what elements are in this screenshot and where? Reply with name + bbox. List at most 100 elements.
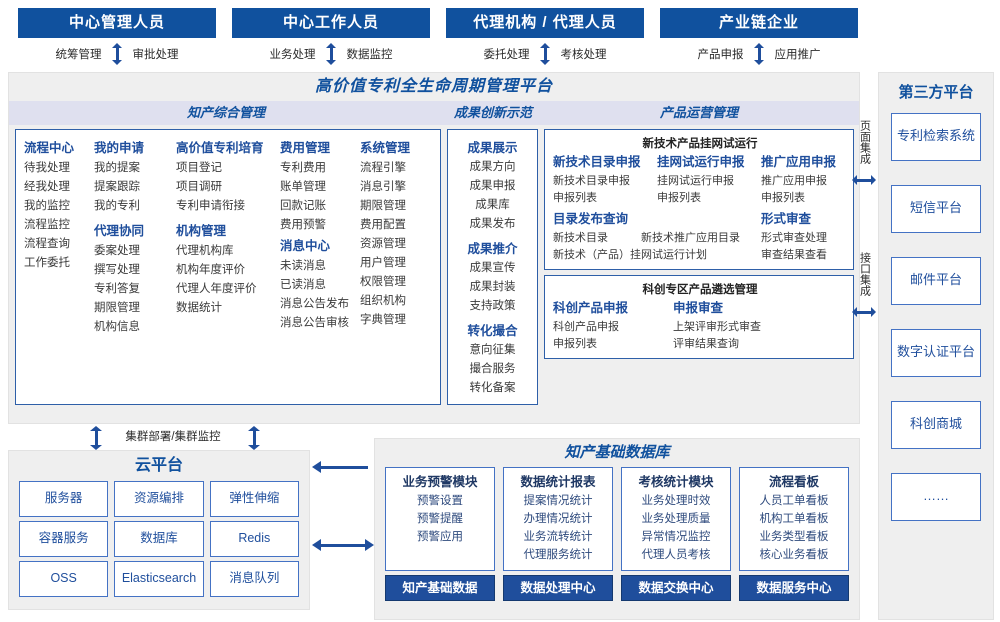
module-item[interactable]: 挂网试运行申报: [657, 175, 734, 187]
module-item[interactable]: 撰写处理: [94, 264, 140, 276]
module-item[interactable]: 申报列表: [553, 192, 597, 204]
db-card-item[interactable]: 代理人员考核: [641, 549, 711, 561]
module-header[interactable]: 流程中心: [24, 141, 75, 155]
cloud-item-elastic-scaling[interactable]: 弹性伸缩: [209, 481, 299, 517]
module-item[interactable]: 权限管理: [360, 276, 406, 288]
module-item[interactable]: 期限管理: [360, 200, 406, 212]
module-item[interactable]: 数据统计: [176, 302, 222, 314]
role-title-agency[interactable]: 代理机构 / 代理人员: [446, 8, 644, 38]
role-title-center-staff[interactable]: 中心工作人员: [232, 8, 430, 38]
db-card-item[interactable]: 异常情况监控: [641, 531, 711, 543]
db-bar-basic-data[interactable]: 知产基础数据: [385, 575, 495, 601]
module-item[interactable]: 消息引擎: [360, 181, 406, 193]
module-item[interactable]: 形式审查处理: [761, 232, 827, 244]
module-header[interactable]: 代理协同: [94, 224, 145, 238]
db-card-header[interactable]: 数据统计报表: [520, 475, 596, 489]
module-item[interactable]: 回款记账: [280, 200, 326, 212]
cloud-item-redis[interactable]: Redis: [209, 521, 299, 557]
module-item[interactable]: 待我处理: [24, 162, 70, 174]
module-item[interactable]: 代理人年度评价: [176, 283, 257, 295]
module-item[interactable]: 经我处理: [24, 181, 70, 193]
db-card-item[interactable]: 预警提醒: [417, 513, 463, 525]
module-item[interactable]: 审查结果查看: [761, 249, 827, 261]
db-bar-service-center[interactable]: 数据服务中心: [739, 575, 849, 601]
module-item[interactable]: 消息公告发布: [280, 298, 349, 310]
module-item[interactable]: 新技术目录: [553, 232, 608, 244]
module-item[interactable]: 未读消息: [280, 260, 326, 272]
module-item[interactable]: 我的监控: [24, 200, 70, 212]
module-item[interactable]: 流程查询: [24, 238, 70, 250]
cloud-item-resource-orchestration[interactable]: 资源编排: [114, 481, 204, 517]
third-party-item-more[interactable]: ……: [891, 473, 981, 521]
cloud-item-message-queue[interactable]: 消息队列: [209, 561, 299, 597]
db-bar-processing-center[interactable]: 数据处理中心: [503, 575, 613, 601]
module-header[interactable]: 消息中心: [280, 239, 331, 253]
module-header[interactable]: 形式审查: [761, 212, 812, 226]
db-card-item[interactable]: 办理情况统计: [523, 513, 593, 525]
db-card-header[interactable]: 流程看板: [768, 475, 819, 489]
third-party-item-patent-search[interactable]: 专利检索系统: [891, 113, 981, 161]
module-item[interactable]: 成果方向: [469, 161, 516, 173]
module-item[interactable]: 申报列表: [553, 338, 597, 350]
module-item[interactable]: 支持政策: [469, 300, 516, 312]
module-item[interactable]: 我的提案: [94, 162, 140, 174]
cloud-item-database[interactable]: 数据库: [114, 521, 204, 557]
module-item[interactable]: 账单管理: [280, 181, 326, 193]
module-item[interactable]: 成果宣传: [469, 262, 516, 274]
module-item[interactable]: 新技术（产品）挂网试运行计划: [553, 249, 707, 261]
module-item[interactable]: 资源管理: [360, 238, 406, 250]
module-item[interactable]: 费用预警: [280, 219, 326, 231]
module-item[interactable]: 评审结果查询: [673, 338, 739, 350]
module-header[interactable]: 挂网试运行申报: [657, 155, 745, 169]
db-card-item[interactable]: 预警设置: [417, 495, 463, 507]
module-item[interactable]: 用户管理: [360, 257, 406, 269]
module-item[interactable]: 成果发布: [469, 218, 516, 230]
db-bar-exchange-center[interactable]: 数据交换中心: [621, 575, 731, 601]
module-item[interactable]: 字典管理: [360, 314, 406, 326]
db-card-item[interactable]: 业务处理时效: [641, 495, 711, 507]
module-item[interactable]: 专利费用: [280, 162, 326, 174]
module-item[interactable]: 我的专利: [94, 200, 140, 212]
module-header[interactable]: 成果推介: [467, 242, 518, 256]
module-item[interactable]: 申报列表: [657, 192, 701, 204]
module-item[interactable]: 专利申请衔接: [176, 200, 245, 212]
module-item[interactable]: 已读消息: [280, 279, 326, 291]
module-item[interactable]: 机构信息: [94, 321, 140, 333]
module-header[interactable]: 系统管理: [360, 141, 411, 155]
db-card-header[interactable]: 业务预警模块: [402, 475, 478, 489]
module-item[interactable]: 费用配置: [360, 219, 406, 231]
module-header[interactable]: 申报审查: [673, 301, 724, 315]
db-card-item[interactable]: 业务处理质量: [641, 513, 711, 525]
module-item[interactable]: 推广应用申报: [761, 175, 827, 187]
cloud-item-container-service[interactable]: 容器服务: [19, 521, 109, 557]
module-item[interactable]: 成果申报: [469, 180, 516, 192]
module-item[interactable]: 项目调研: [176, 181, 222, 193]
db-card-item[interactable]: 提案情况统计: [523, 495, 593, 507]
module-item[interactable]: 期限管理: [94, 302, 140, 314]
db-card-header[interactable]: 考核统计模块: [638, 475, 714, 489]
db-card-item[interactable]: 机构工单看板: [759, 513, 829, 525]
module-header[interactable]: 费用管理: [280, 141, 331, 155]
module-header[interactable]: 成果展示: [467, 141, 518, 155]
module-item[interactable]: 机构年度评价: [176, 264, 245, 276]
module-item[interactable]: 工作委托: [24, 257, 70, 269]
module-item[interactable]: 新技术推广应用目录: [641, 232, 740, 244]
module-item[interactable]: 科创产品申报: [553, 321, 619, 333]
module-item[interactable]: 意向征集: [469, 344, 516, 356]
cloud-item-elasticsearch[interactable]: Elasticsearch: [114, 561, 204, 597]
module-item[interactable]: 消息公告审核: [280, 317, 349, 329]
db-card-item[interactable]: 代理服务统计: [523, 549, 593, 561]
module-header[interactable]: 科创产品申报: [553, 301, 629, 315]
third-party-item-kechuang-mall[interactable]: 科创商城: [891, 401, 981, 449]
module-item[interactable]: 新技术目录申报: [553, 175, 630, 187]
module-header[interactable]: 目录发布查询: [553, 212, 629, 226]
db-card-item[interactable]: 人员工单看板: [759, 495, 829, 507]
role-title-center-manager[interactable]: 中心管理人员: [18, 8, 216, 38]
module-item[interactable]: 委案处理: [94, 245, 140, 257]
module-item[interactable]: 代理机构库: [176, 245, 234, 257]
role-title-industry-enterprise[interactable]: 产业链企业: [660, 8, 858, 38]
module-item[interactable]: 组织机构: [360, 295, 406, 307]
module-item[interactable]: 申报列表: [761, 192, 805, 204]
module-header[interactable]: 推广应用申报: [761, 155, 837, 169]
module-item[interactable]: 撮合服务: [469, 363, 516, 375]
